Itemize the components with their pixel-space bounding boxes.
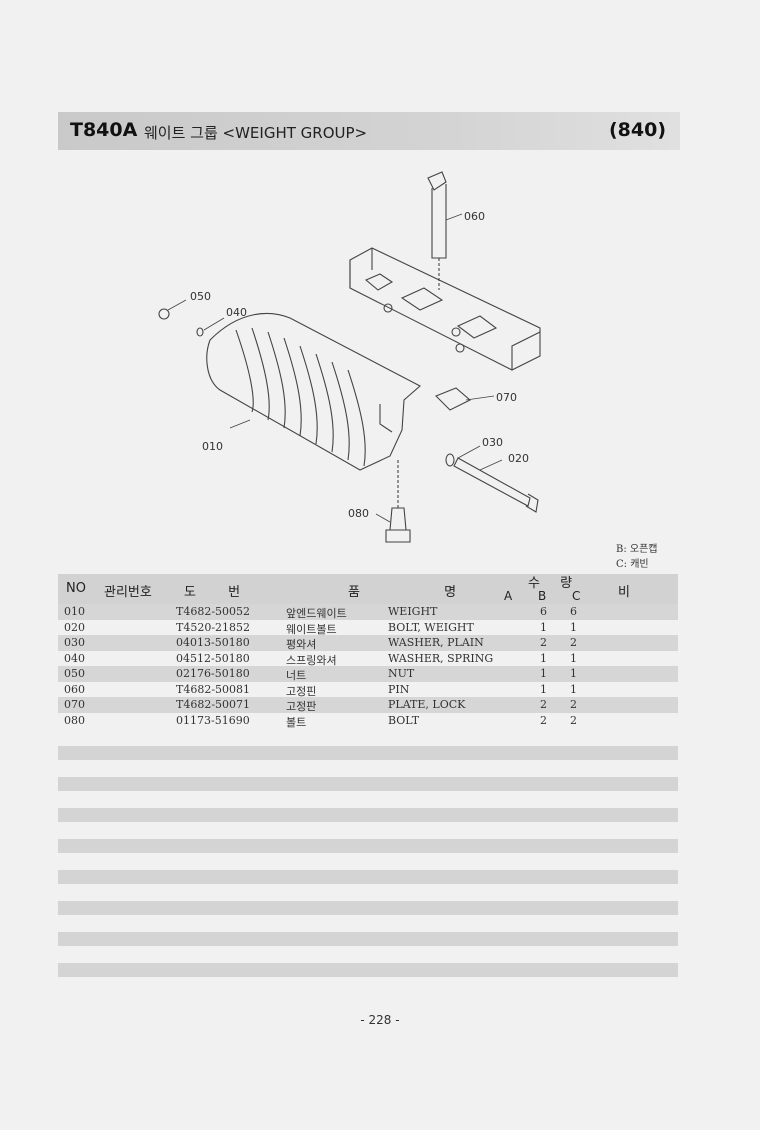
table-body: 010 T4682-50052 앞엔드웨이트 WEIGHT 6 6 020 T4520-218…	[58, 604, 678, 729]
callout-050: 050	[190, 290, 211, 303]
row-korean-name: 앞엔드웨이트	[286, 607, 347, 620]
blank-row	[58, 870, 678, 884]
row-part-number: T4682-50071	[176, 698, 251, 711]
row-qty-b: 1	[570, 620, 577, 634]
row-qty-a: 2	[540, 698, 547, 711]
exploded-parts-diagram: 060 050 040 070 010 030 020 080	[158, 171, 541, 543]
bolt-drawing	[385, 460, 411, 543]
blank-row	[58, 839, 678, 853]
row-korean-name: 볼트	[286, 715, 307, 729]
callout-070: 070	[496, 391, 517, 404]
bracket-drawing	[349, 247, 541, 371]
table-row: 010 T4682-50052 앞엔드웨이트 WEIGHT 6 6	[58, 604, 678, 620]
blank-row	[58, 746, 678, 760]
header-mgmt: 관리번호	[104, 585, 152, 600]
header-drawing: 도 번	[184, 585, 255, 600]
row-korean-name: 너트	[286, 669, 307, 682]
callout-080: 080	[348, 507, 369, 520]
header-c: C	[572, 589, 581, 603]
page-header: T840A 웨이트 그룹 <WEIGHT GROUP> (840)	[58, 112, 680, 150]
parts-table: NO 관리번호 도 번 품 명 수 량 A B C 비 고 010T4682-5…	[58, 574, 678, 729]
row-qty-b: 2	[570, 698, 577, 711]
legend-b: B: 오픈캡	[616, 544, 658, 555]
row-no: 080	[64, 713, 85, 727]
header-no: NO	[66, 581, 86, 596]
blank-row	[58, 808, 678, 822]
row-korean-name: 평와셔	[286, 638, 317, 651]
row-qty-b: 6	[570, 605, 577, 618]
row-qty-a: 1	[540, 620, 547, 634]
callout-030: 030	[482, 436, 503, 449]
row-part-number: T4682-50081	[176, 682, 251, 696]
row-english-name: WASHER, PLAIN	[388, 636, 484, 649]
row-part-number: 02176-50180	[176, 667, 250, 680]
row-part-number: 01173-51690	[176, 713, 250, 727]
row-qty-a: 1	[540, 682, 547, 696]
row-korean-name: 고정핀	[286, 684, 317, 698]
row-no: 050	[64, 667, 85, 680]
row-qty-b: 1	[570, 651, 577, 665]
row-no: 010	[64, 605, 85, 618]
row-qty-a: 2	[540, 636, 547, 649]
row-part-number: 04512-50180	[176, 651, 250, 665]
header-b: B	[538, 589, 547, 603]
table-row: 060 T4682-50081 고정핀 PIN 1 1	[58, 682, 678, 698]
row-no: 070	[64, 698, 85, 711]
group-code: (840)	[608, 119, 666, 141]
row-english-name: PIN	[388, 682, 410, 696]
legend-c: C: 캐빈	[616, 559, 649, 570]
row-english-name: WASHER, SPRING	[388, 651, 494, 665]
row-no: 040	[64, 651, 85, 665]
blank-row	[58, 901, 678, 915]
table-row: 080 01173-51690 볼트 BOLT 2 2	[58, 713, 678, 729]
callout-020: 020	[508, 452, 529, 465]
header-a: A	[504, 589, 513, 603]
row-no: 060	[64, 682, 85, 696]
callout-010: 010	[202, 440, 223, 453]
row-qty-b: 2	[570, 713, 577, 727]
row-qty-b: 1	[570, 682, 577, 696]
row-qty-a: 1	[540, 667, 547, 680]
blank-row	[58, 777, 678, 791]
pin-drawing	[427, 171, 447, 290]
row-korean-name: 웨이트볼트	[286, 622, 337, 636]
table-row: 070 T4682-50071 고정판 PLATE, LOCK 2 2	[58, 697, 678, 713]
row-english-name: BOLT, WEIGHT	[388, 620, 474, 634]
row-part-number: T4682-50052	[176, 605, 251, 618]
weight-bolt-drawing	[445, 453, 539, 513]
table-row: 020 T4520-21852 웨이트볼트 BOLT, WEIGHT 1 1	[58, 620, 678, 636]
callout-040: 040	[226, 306, 247, 319]
blank-row	[58, 932, 678, 946]
row-no: 030	[64, 636, 85, 649]
row-english-name: WEIGHT	[388, 605, 438, 618]
lock-plate-drawing	[435, 387, 471, 411]
group-title: 웨이트 그룹 <WEIGHT GROUP>	[144, 124, 368, 142]
row-qty-a: 2	[540, 713, 547, 727]
header-name: 품 명	[348, 585, 497, 600]
row-english-name: NUT	[388, 667, 415, 680]
table-row: 030 04013-50180 평와셔 WASHER, PLAIN 2 2	[58, 635, 678, 651]
header-qty: 수 량	[528, 576, 581, 591]
row-qty-a: 6	[540, 605, 547, 618]
row-qty-b: 1	[570, 667, 577, 680]
row-english-name: BOLT	[388, 713, 420, 727]
row-qty-a: 1	[540, 651, 547, 665]
row-qty-b: 2	[570, 636, 577, 649]
row-part-number: T4520-21852	[176, 620, 251, 634]
table-header: NO 관리번호 도 번 품 명 수 량 A B C 비 고	[58, 574, 678, 619]
row-no: 020	[64, 620, 85, 634]
row-korean-name: 고정판	[286, 700, 317, 713]
row-english-name: PLATE, LOCK	[388, 698, 466, 711]
nut-washer-drawing	[158, 308, 204, 337]
row-part-number: 04013-50180	[176, 636, 250, 649]
row-korean-name: 스프링와셔	[286, 653, 337, 667]
model-code: T840A	[70, 119, 138, 141]
blank-row	[58, 963, 678, 977]
table-row: 040 04512-50180 스프링와셔 WASHER, SPRING 1 1	[58, 651, 678, 667]
table-row: 050 02176-50180 너트 NUT 1 1	[58, 666, 678, 682]
page-number: - 228 -	[360, 1013, 400, 1027]
callout-060: 060	[464, 210, 485, 223]
qty-legend: B: 오픈캡 C: 캐빈	[616, 542, 658, 572]
weight-stack-drawing	[206, 313, 421, 471]
